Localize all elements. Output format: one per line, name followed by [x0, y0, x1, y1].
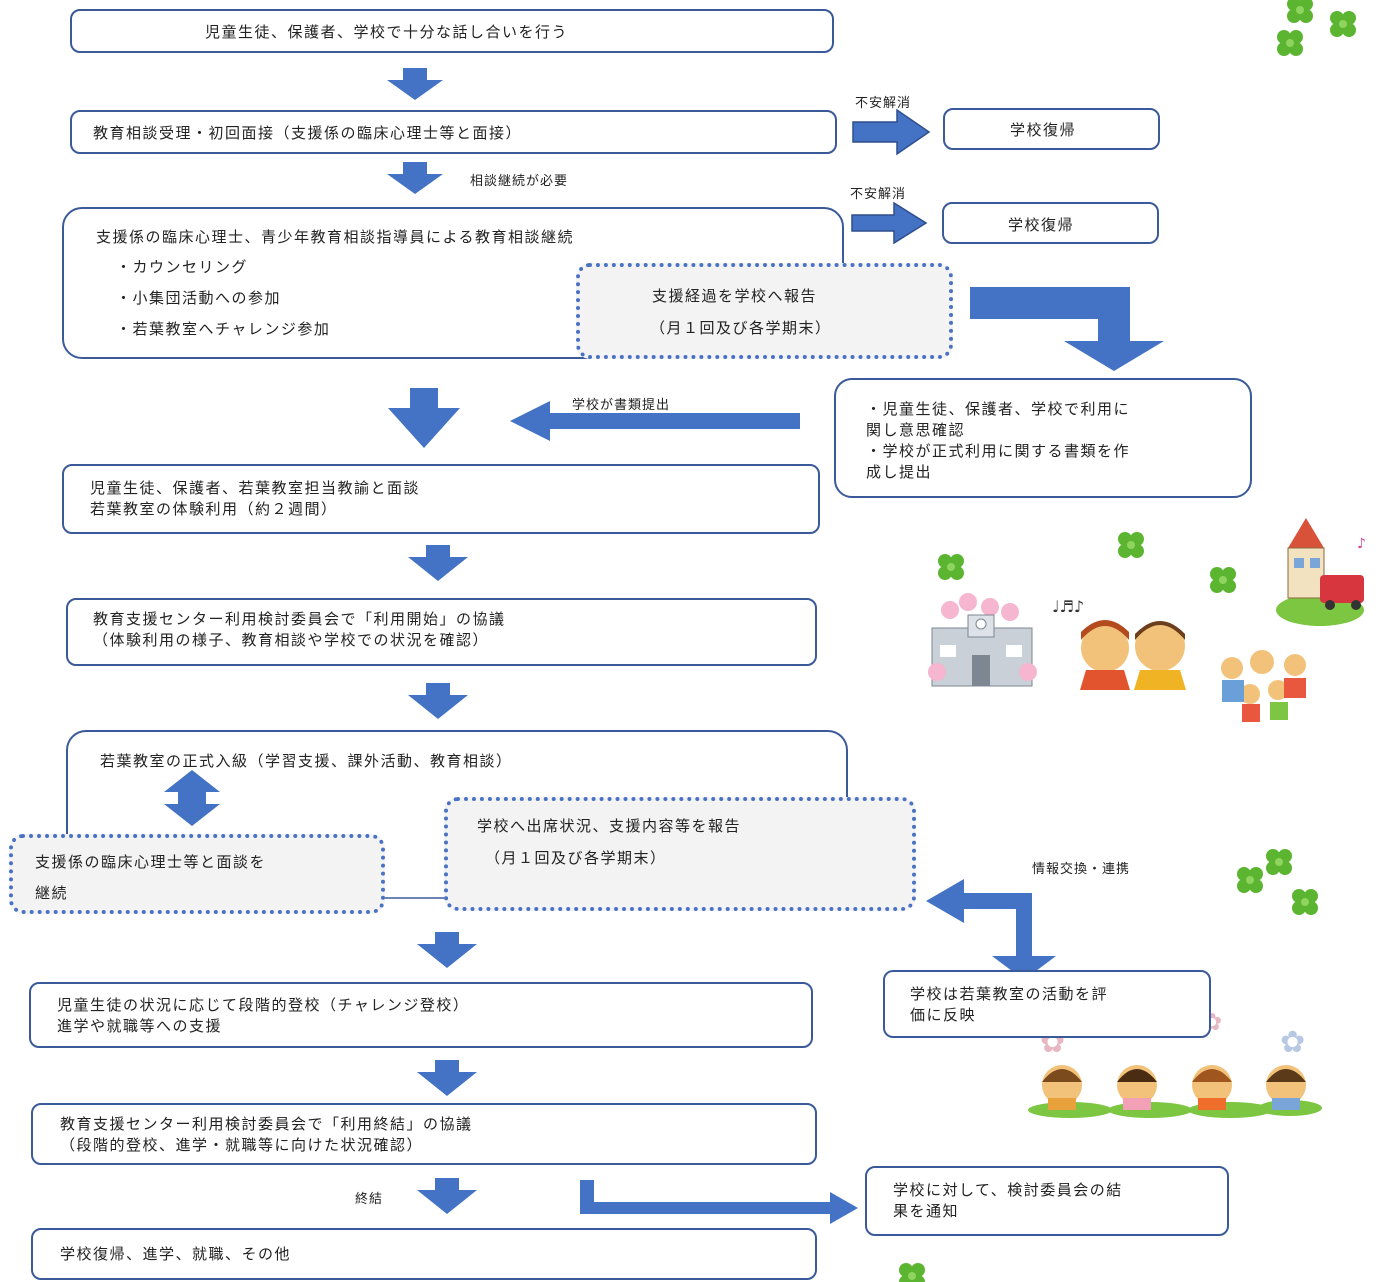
down-arrow-3	[388, 388, 460, 448]
attendance-report-line2: （月１回及び各学期末）	[485, 849, 667, 867]
step-trial-use-line2: 若葉教室の体験利用（約２週間）	[90, 500, 338, 518]
svg-text:✿: ✿	[1280, 1025, 1305, 1060]
children-row	[1028, 1065, 1322, 1118]
notify-box	[865, 1166, 1229, 1236]
step-end-committee-line2: （段階的登校、進学・就職等に向けた状況確認）	[60, 1136, 424, 1154]
down-arrow-7	[417, 1060, 477, 1096]
house-and-truck: ♪	[1276, 518, 1366, 626]
step-initial-interview	[70, 110, 837, 154]
evaluation-box	[883, 970, 1211, 1038]
group-activity-item: ・小集団活動への参加	[116, 289, 282, 307]
report-progress-line2: （月１回及び各学期末）	[650, 319, 832, 337]
left-arrow-submit	[510, 401, 800, 441]
step-formal-enrollment-text: 若葉教室の正式入級（学習支援、課外活動、教育相談）	[100, 752, 513, 770]
attendance-report-box	[444, 797, 916, 911]
label-info-exchange: 情報交換・連携	[1032, 862, 1131, 877]
clover-decoration-right	[1237, 849, 1318, 915]
step-formal-enrollment	[66, 730, 848, 835]
down-arrow-6	[417, 932, 477, 968]
return-school-text-1: 学校復帰	[1010, 121, 1077, 139]
elbow-arrow-report	[970, 287, 1164, 371]
continue-interview-line1: 支援係の臨床心理士等と面談を	[35, 853, 267, 871]
right-arrow-1	[852, 108, 931, 156]
down-arrow-5	[408, 683, 468, 719]
clover-decoration-middle	[938, 532, 1236, 593]
clover-decoration-bottom	[899, 1263, 925, 1282]
double-arrow	[164, 770, 220, 826]
clover-decoration-top	[1277, 0, 1356, 56]
label-anxiety-resolved-2: 不安解消	[850, 187, 907, 202]
step-end-committee-line1: 教育支援センター利用検討委員会で「利用終結」の協議	[60, 1115, 473, 1133]
svg-text:♪: ♪	[1357, 536, 1366, 552]
down-arrow-1	[387, 68, 443, 100]
step-start-committee	[66, 598, 817, 666]
confirm-intent-box	[834, 378, 1252, 498]
notify-line1: 学校に対して、検討委員会の結	[893, 1181, 1123, 1199]
step-start-committee-line1: 教育支援センター利用検討委員会で「利用開始」の協議	[93, 610, 506, 628]
evaluation-line2: 価に反映	[910, 1006, 977, 1024]
confirm-intent-line1: ・児童生徒、保護者、学校で利用に	[866, 400, 1131, 418]
right-arrow-2	[851, 201, 928, 245]
info-exchange-arrow	[926, 879, 1056, 980]
continue-interview-box	[9, 834, 385, 914]
challenge-item: ・若葉教室へチャレンジ参加	[116, 320, 331, 338]
report-progress-line1: 支援経過を学校へ報告	[652, 287, 818, 305]
step-trial-use-line1: 児童生徒、保護者、若葉教室担当教諭と面談	[90, 479, 421, 497]
notify-arrow	[580, 1180, 858, 1224]
svg-text:♩♬♪: ♩♬♪	[1052, 597, 1084, 616]
label-conclusion: 終結	[355, 1192, 384, 1207]
step-initial-interview-text: 教育相談受理・初回面接（支援係の臨床心理士等と面接）	[93, 124, 523, 142]
return-school-box-2	[942, 202, 1159, 244]
continue-interview-line2: 継続	[35, 884, 69, 902]
step-trial-use	[62, 464, 820, 534]
step-counseling-continue-text: 支援係の臨床心理士、青少年教育相談指導員による教育相談継続	[96, 228, 575, 246]
step-outcome-text: 学校復帰、進学、就職、その他	[60, 1245, 292, 1263]
down-arrow-2	[387, 162, 443, 194]
step-end-committee	[31, 1103, 817, 1165]
evaluation-line1: 学校は若葉教室の活動を評	[910, 985, 1109, 1003]
step-outcome	[31, 1228, 817, 1280]
school-building	[928, 593, 1037, 687]
down-arrow-8	[417, 1178, 477, 1214]
step-start-committee-line2: （体験利用の様子、教育相談や学校での状況を確認）	[93, 631, 490, 649]
return-school-text-2: 学校復帰	[1008, 216, 1075, 234]
notify-line2: 果を通知	[893, 1202, 960, 1220]
step-gradual-attendance	[29, 982, 813, 1048]
return-school-box-1	[943, 108, 1160, 150]
confirm-intent-line2: 関し意思確認	[866, 421, 966, 439]
confirm-intent-line4: 成し提出	[866, 463, 933, 481]
attendance-report-line1: 学校へ出席状況、支援内容等を報告	[477, 817, 742, 835]
family-group	[1221, 650, 1306, 722]
confirm-intent-line3: ・学校が正式利用に関する書類を作	[866, 442, 1131, 460]
step-discussion-text: 児童生徒、保護者、学校で十分な話し合いを行う	[205, 23, 569, 41]
label-school-submits: 学校が書類提出	[572, 398, 671, 413]
children-singing: ♩♬♪	[1052, 597, 1186, 690]
counseling-item: ・カウンセリング	[116, 258, 249, 276]
step-gradual-attendance-line2: 進学や就職等への支援	[57, 1017, 223, 1035]
down-arrow-4	[408, 545, 468, 581]
step-gradual-attendance-line1: 児童生徒の状況に応じて段階的登校（チャレンジ登校）	[57, 996, 470, 1014]
report-progress-box	[576, 263, 953, 359]
label-need-continue: 相談継続が必要	[470, 174, 569, 189]
step-discussion	[70, 9, 834, 53]
label-anxiety-resolved-1: 不安解消	[855, 96, 912, 111]
